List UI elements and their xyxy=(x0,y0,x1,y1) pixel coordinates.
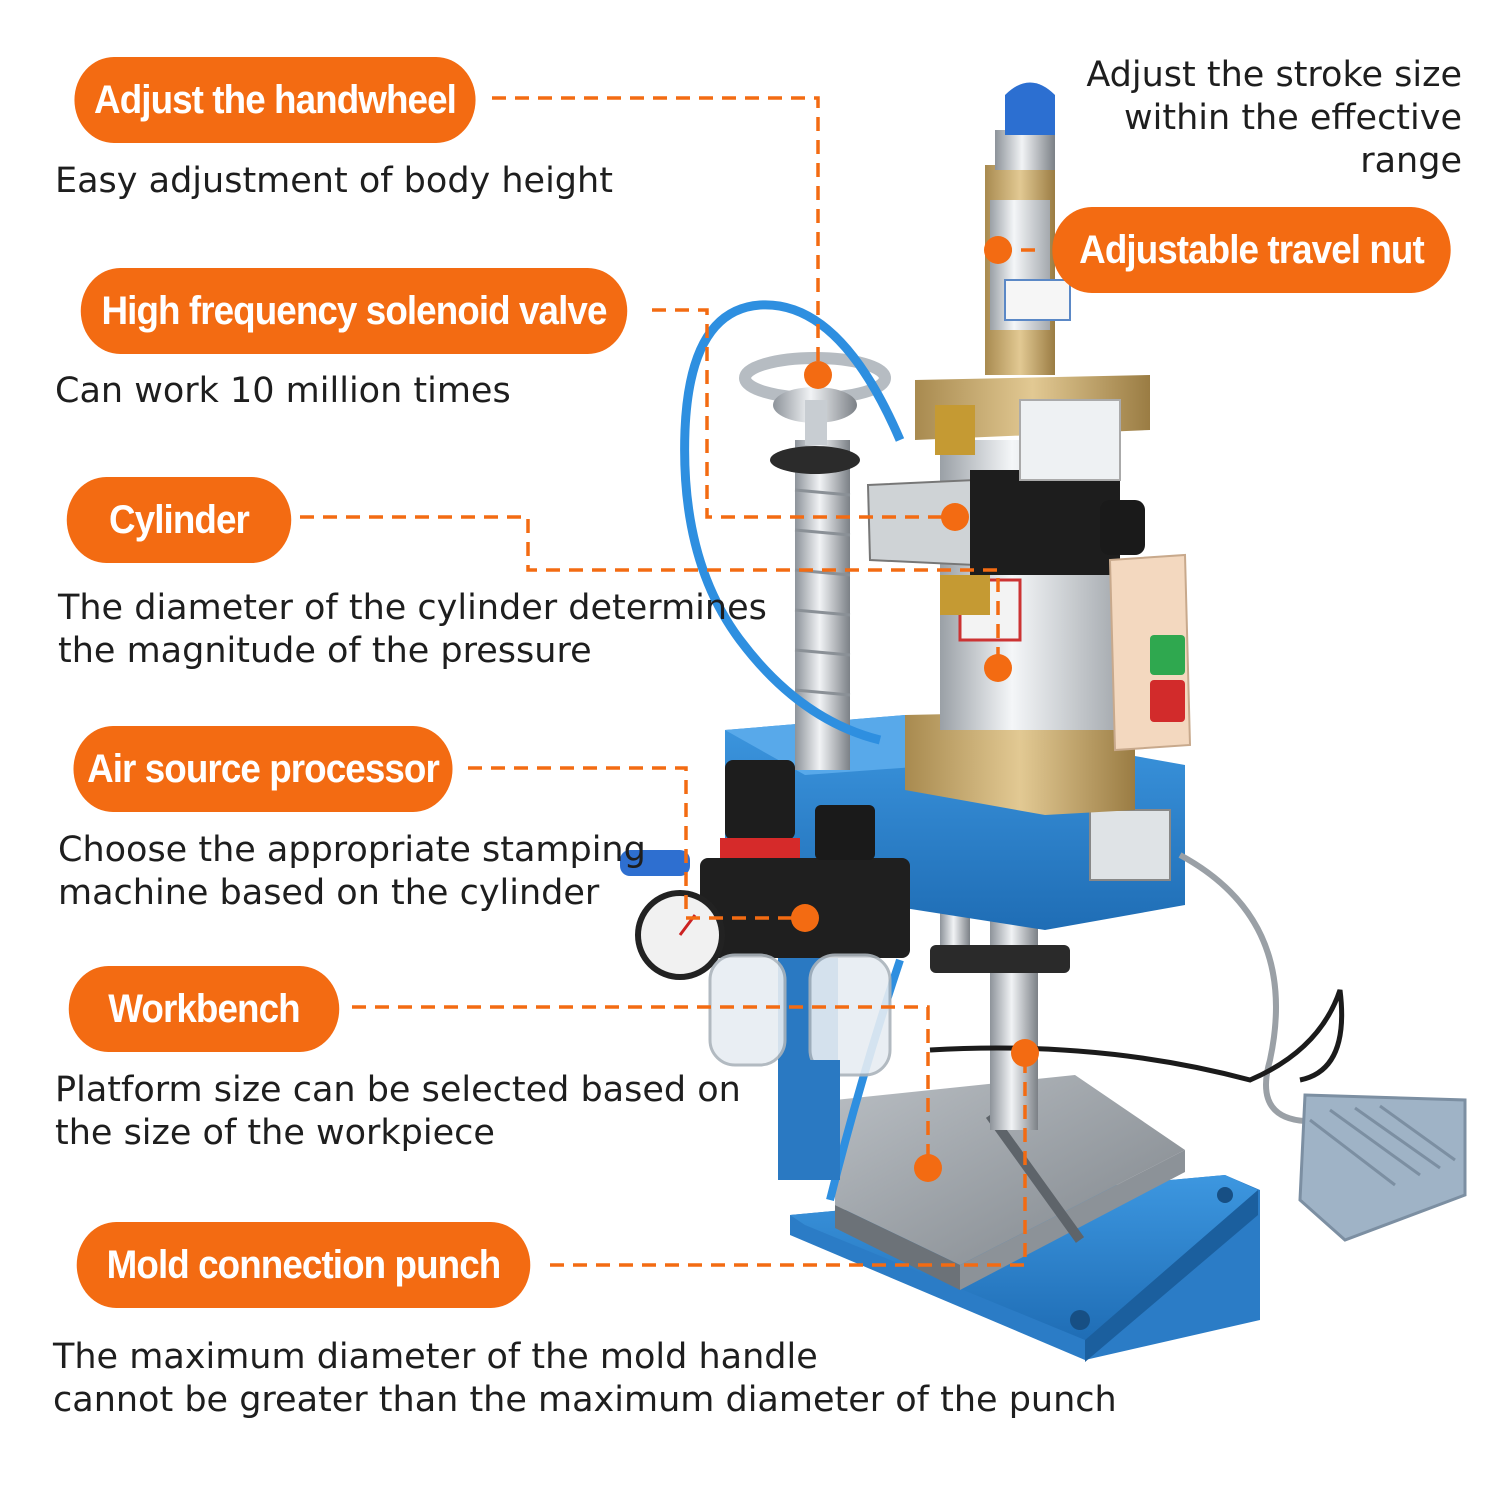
callout-handwheel-title: Adjust the handwheel xyxy=(74,57,476,143)
callout-workbench-title: Workbench xyxy=(68,966,340,1052)
switch-box xyxy=(1108,553,1192,752)
callout-air-source-desc: Choose the appropriate stamping machine … xyxy=(58,830,646,913)
foot-pedal xyxy=(1298,1093,1467,1242)
callout-solenoid-desc: Can work 10 million times xyxy=(55,371,511,411)
travel-nut-assembly xyxy=(985,82,1071,375)
callout-cylinder-title: Cylinder xyxy=(66,477,292,563)
callout-solenoid-title: High frequency solenoid valve xyxy=(80,268,628,354)
callout-travel-nut-title: Adjustable travel nut xyxy=(1052,207,1451,293)
guide-bracket xyxy=(930,945,1070,973)
callout-cylinder-desc: The diameter of the cylinder determines … xyxy=(58,588,767,671)
air-hose xyxy=(680,300,905,745)
callout-mold-punch-title: Mold connection punch xyxy=(76,1222,531,1308)
callout-mold-punch-desc: The maximum diameter of the mold handle … xyxy=(53,1337,1117,1420)
callout-travel-nut-desc: Adjust the stroke size within the effect… xyxy=(1086,55,1462,181)
callout-handwheel-desc: Easy adjustment of body height xyxy=(55,161,613,201)
callout-workbench-desc: Platform size can be selected based on t… xyxy=(55,1070,741,1153)
punch-rod xyxy=(990,900,1038,1130)
callout-air-source-title: Air source processor xyxy=(73,726,453,812)
